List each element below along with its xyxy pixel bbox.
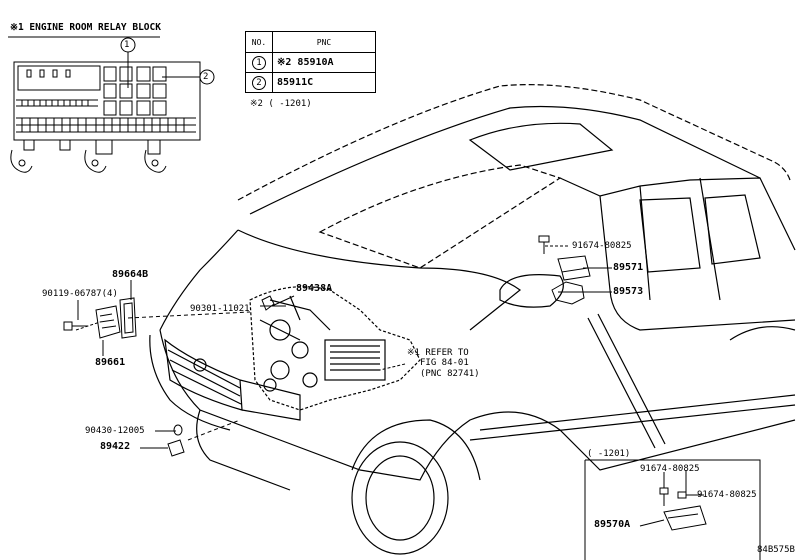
part-89661-sensor [95,305,121,339]
part-89438A-sensor [261,295,275,311]
part-90119-bolt [63,321,88,331]
label-inset-91674-a: 91674-80825 [640,464,700,474]
label-90119-06787: 90119-06787(4) [42,289,118,299]
label-inset-91674-b: 91674-80825 [697,490,757,500]
pnc-row-num: 1 [245,52,273,73]
relay-block-drawing [8,36,215,173]
label-89571: 89571 [613,262,644,273]
part-89573-bracket [551,281,585,305]
relay-block-title: ※1 ENGINE ROOM RELAY BLOCK [10,22,161,33]
label-89664B: 89664B [112,269,149,280]
pnc-table: NO. PNC 1 ※2 85910A 2 85911C [245,31,376,93]
part-89422-sensor [167,439,185,457]
vehicle-outline [149,84,796,555]
pnc-row-value: 85911C [272,72,376,93]
pnc-row-num-circle: 2 [252,75,266,90]
part-89571-module [557,255,591,281]
pnc-header-pnc: PNC [272,31,376,53]
diagram-code: 84B575B [757,545,795,555]
label-90301-11021: 90301-11021 [190,304,250,314]
pnc-header-no: NO. [245,31,273,53]
footnote: ※2 ( -1201) [250,99,312,109]
table-row: 1 ※2 85910A [245,52,376,73]
pnc-table-header: NO. PNC [245,31,376,53]
part-bolt-91674-top [538,235,550,254]
inset-frame [584,459,761,560]
part-89664B-sensor [119,297,137,339]
callout-2: 2 [203,72,209,82]
leader-lines [75,245,612,449]
label-refer-to: ※1 REFER TO [407,348,469,358]
label-refer-fig: FIG 84-01 [420,358,469,368]
pnc-row-num-circle: 1 [252,55,266,70]
part-90430-gasket [173,424,183,436]
label-89661: 89661 [95,357,126,368]
label-89573: 89573 [613,286,644,297]
label-91674-80825-top: 91674-80825 [572,241,632,251]
callout-1: 1 [124,40,130,50]
label-90430-12005: 90430-12005 [85,426,145,436]
label-89422: 89422 [100,441,131,452]
label-refer-pnc: (PNC 82741) [420,369,480,379]
table-row: 2 85911C [245,72,376,93]
label-inset-range: ( -1201) [587,449,631,459]
pnc-row-num: 2 [245,72,273,93]
label-89438A: 89438A [296,283,333,294]
label-89570A: 89570A [594,519,631,530]
pnc-row-value: ※2 85910A [272,52,376,73]
